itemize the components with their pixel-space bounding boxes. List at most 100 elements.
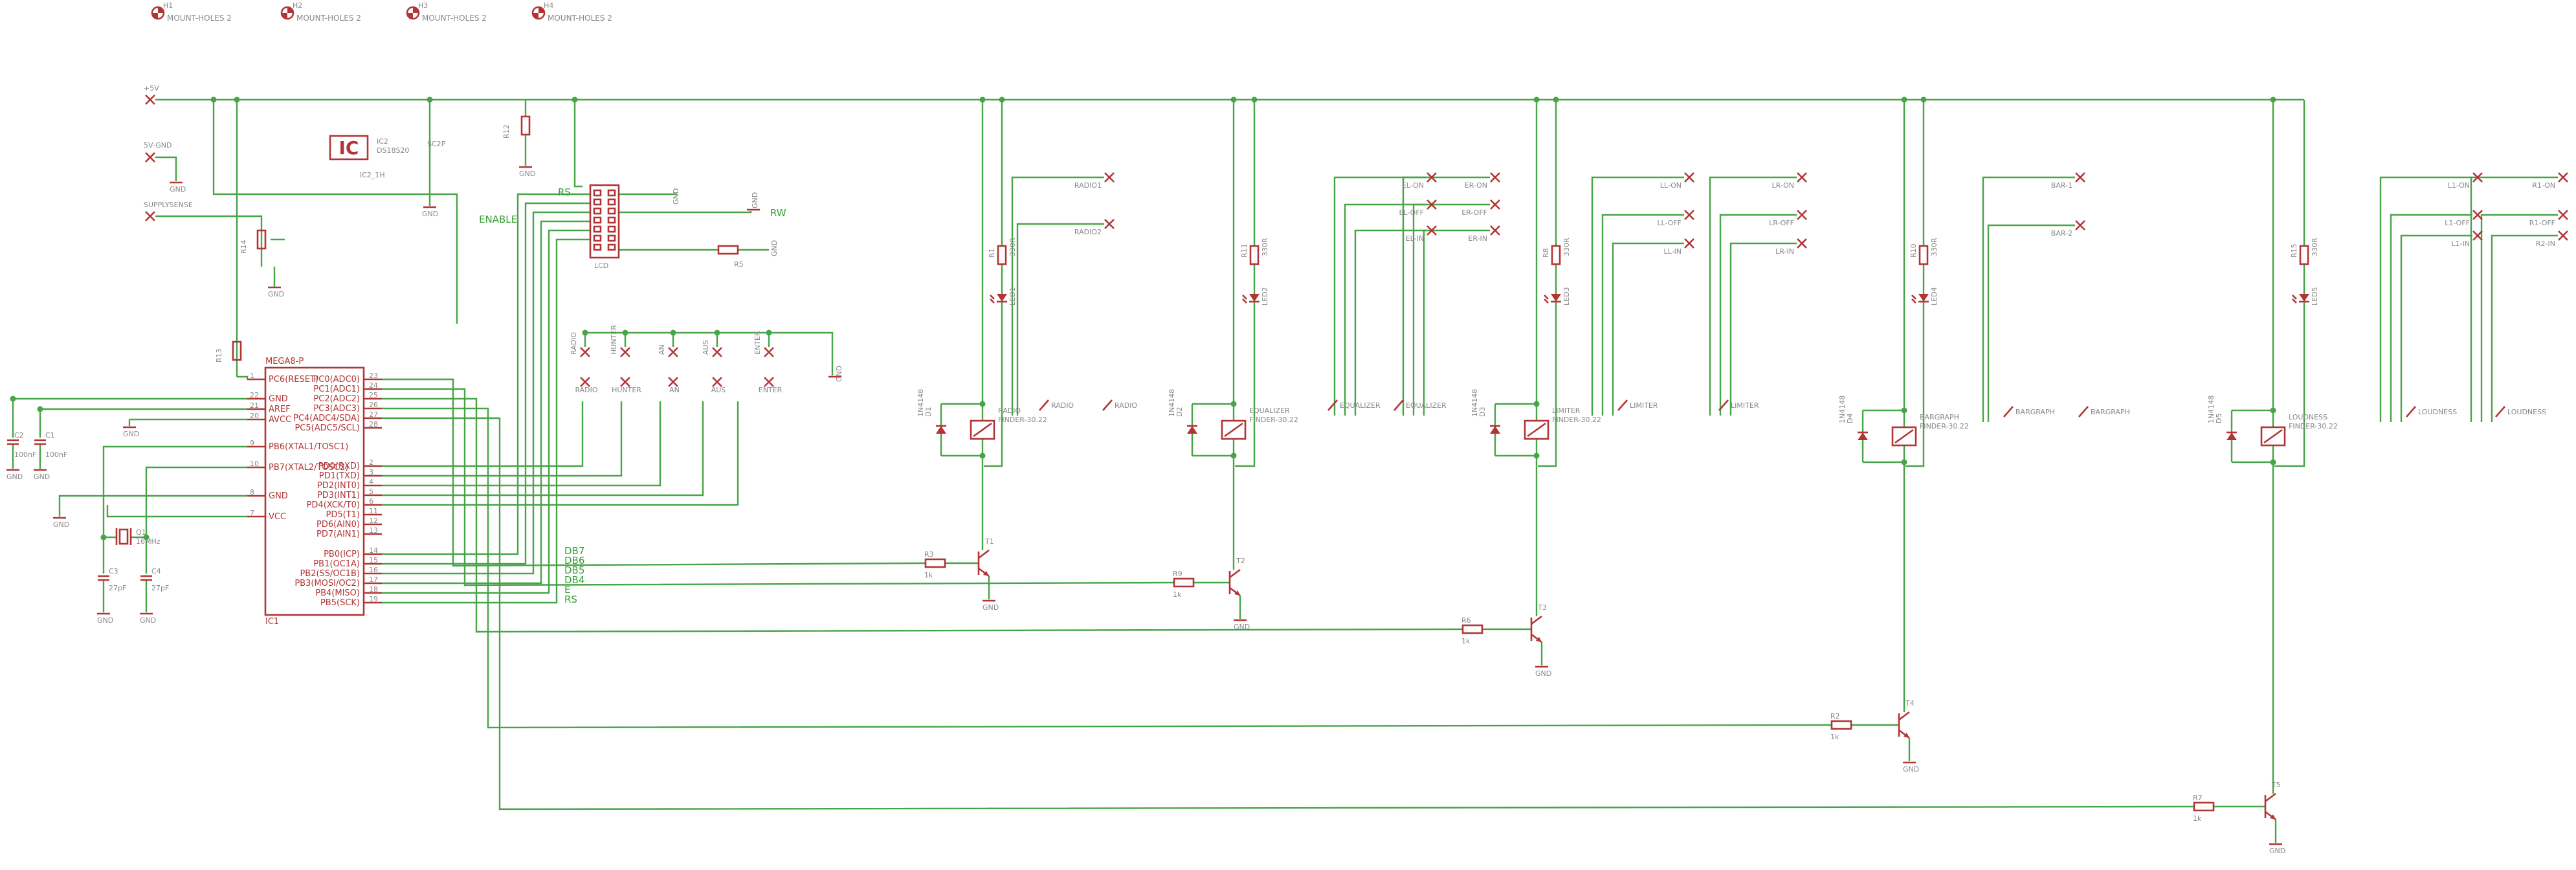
wire (1402, 176, 1490, 416)
mcu-pin-num: 25 (369, 391, 378, 399)
led-ray (2292, 298, 2297, 304)
wire (382, 202, 590, 565)
wire (1601, 214, 1684, 416)
junction-dot (10, 396, 16, 402)
mcu-pin-name: AVCC (269, 415, 291, 425)
lcd-pin (593, 234, 602, 242)
mcu-pin-num: 26 (369, 401, 378, 409)
output-connector (2472, 230, 2483, 241)
diode-body (1490, 426, 1500, 434)
led-resistor (1249, 245, 1260, 265)
diode-ref: D2 (1175, 407, 1184, 417)
x-stroke (2472, 172, 2483, 183)
q1-ref: Q1 (136, 528, 146, 537)
wire (1235, 302, 1256, 467)
diode-body (1187, 426, 1197, 434)
supply-sense-connector (145, 211, 155, 221)
led-ref: LED5 (2311, 287, 2319, 306)
lcd-pin (607, 198, 616, 206)
flyback-diode-icon (936, 425, 946, 434)
button-label-vertical: AN (658, 344, 666, 355)
mcu-pin-num: 23 (369, 372, 378, 380)
x-stroke (1427, 225, 1437, 236)
button-label: AUS (711, 386, 726, 394)
switch-label: LOUDNESS (2418, 408, 2457, 416)
switch-blade (1617, 399, 1628, 411)
wire (1729, 242, 1797, 416)
led-ray (1911, 298, 1916, 304)
mount-hole-icon (280, 6, 294, 20)
mcu-pin-name: PB5(SCK) (320, 598, 360, 608)
relay-name: LIMITER (1552, 407, 1581, 415)
output-label: ER-ON (1465, 181, 1487, 190)
junction-dot (622, 329, 628, 336)
gnd-in-label: 5V-GND (144, 141, 172, 150)
relay-diag (1527, 422, 1546, 438)
gnd-label: GND (268, 290, 284, 298)
transistor-icon (1228, 568, 1241, 597)
status-led-icon (1242, 294, 1260, 304)
relay-name: EQUALIZER (1249, 407, 1290, 415)
junction-dot (1533, 401, 1540, 407)
x-stroke (2472, 210, 2483, 220)
junction-dot (1901, 459, 1907, 465)
wire (1011, 176, 1104, 416)
mcu-pin-num: 2 (369, 458, 373, 467)
lcd-pin (593, 243, 602, 251)
x-stroke (712, 347, 722, 357)
output-connector (2558, 210, 2568, 220)
junction-dot (1230, 401, 1237, 407)
x-stroke (1684, 172, 1694, 183)
mcu-pin-num: 6 (369, 497, 373, 506)
gnd-label: GND (751, 192, 759, 208)
mcu-pin-num: 20 (250, 412, 259, 420)
diode-ref: D5 (2215, 414, 2223, 423)
junction-dot (1901, 96, 1907, 103)
lcd-pin (593, 189, 602, 197)
lcd-rw-label: RW (770, 207, 786, 219)
wire (382, 401, 623, 477)
mcu-pin-name: PC0(ADC0) (313, 375, 360, 385)
wire (106, 505, 247, 518)
ic2-value: DS18S20 (377, 146, 409, 155)
mcu-pin-num: 16 (369, 566, 378, 574)
pot-ref: R14 (239, 240, 248, 254)
x-stroke (1490, 172, 1500, 183)
relay-coil (2260, 426, 2286, 447)
mcu-pin-name: PC2(ADC2) (313, 394, 360, 404)
mcu-ref: IC1 (265, 617, 279, 627)
relay-type: FINDER-30.22 (1552, 416, 1601, 424)
wire (145, 466, 247, 537)
mount-hole-ref: H1 (163, 1, 173, 10)
button-label-vertical: HUNTER (610, 325, 618, 355)
tr-collector (1531, 615, 1542, 625)
wire (212, 100, 458, 324)
gnd-label: GND (770, 240, 779, 256)
x-stroke (580, 377, 590, 387)
output-connector (1104, 172, 1115, 183)
c3-ref: C3 (109, 567, 118, 575)
wire (382, 401, 704, 496)
base-resistor (924, 558, 946, 568)
wire (382, 397, 1463, 633)
mcu-pin-name: PB6(XTAL1/TOSC1) (269, 442, 348, 452)
wire (1344, 203, 1427, 416)
switch-blade (2003, 406, 2014, 418)
junction-dot (1920, 96, 1927, 103)
switch-label: EQUALIZER (1340, 401, 1381, 410)
button-label-vertical: RADIO (570, 332, 578, 355)
mcu-pin-num: 27 (369, 410, 378, 419)
lcd-bus-label: DB7 (564, 545, 584, 557)
button-connector-top (580, 347, 590, 357)
switch-label: LIMITER (1630, 401, 1658, 410)
transistor-icon (1898, 711, 1910, 739)
relay-type: FINDER-30.22 (2289, 422, 2338, 430)
relay-coil (1524, 419, 1549, 440)
led-ray (1242, 298, 1247, 304)
ic2-ref: IC2 (377, 137, 388, 146)
lcd-bus-label: DB6 (564, 555, 584, 566)
diode-part: 1N4148 (1838, 396, 1847, 423)
tr-collector (978, 549, 990, 559)
relay-type: FINDER-30.22 (998, 416, 1047, 424)
ic2-symbol: IC (339, 137, 359, 159)
